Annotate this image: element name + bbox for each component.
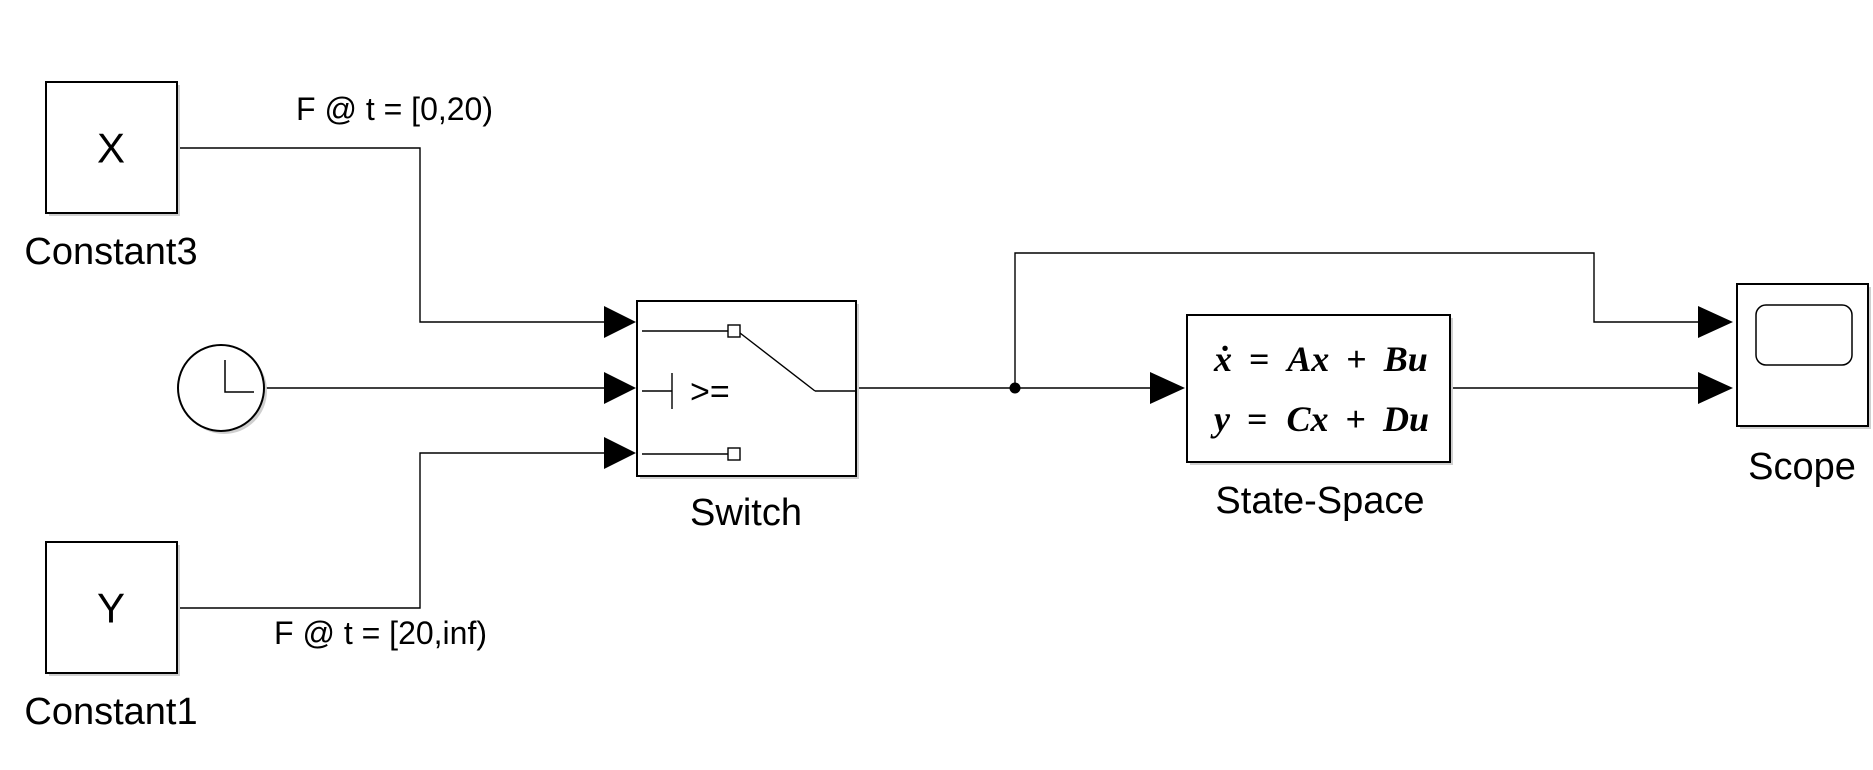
wire-constant1-to-switch[interactable] [177, 452, 606, 609]
state-eq-lhs: ẋ [1213, 339, 1232, 379]
output-eq-equals: = [1247, 399, 1268, 439]
scope-block[interactable] [1736, 283, 1871, 429]
signal-label-bottom: F @ t = [20,inf) [274, 615, 487, 651]
state-eq-term2: Bu [1383, 339, 1428, 379]
state-equation: ẋ = Ax + Bu [1213, 339, 1428, 379]
constant3-name: Constant3 [24, 231, 197, 273]
state-eq-equals: = [1249, 339, 1270, 379]
scope-icon [1755, 304, 1853, 366]
branch-point [1009, 382, 1021, 394]
output-eq-term1: Cx [1287, 399, 1329, 439]
clock-block[interactable] [177, 344, 267, 434]
switch-criterion: >= [690, 373, 730, 411]
state-space-name: State-Space [1215, 480, 1424, 522]
output-equation: y = Cx + Du [1210, 399, 1429, 439]
arrow-scope-input-1 [1698, 306, 1733, 338]
constant1-name: Constant1 [24, 691, 197, 733]
arrow-switch-input-2 [604, 372, 636, 404]
constant3-block[interactable]: X [45, 81, 180, 216]
constant3-value: X [97, 125, 125, 172]
state-eq-term1: Ax [1285, 339, 1329, 379]
clock-icon [224, 360, 254, 393]
arrow-switch-input-3 [604, 437, 636, 469]
wire-constant3-to-switch[interactable] [177, 147, 606, 323]
state-eq-plus: + [1346, 339, 1367, 379]
switch-name: Switch [690, 492, 802, 534]
state-space-block[interactable]: ẋ = Ax + Bu y = Cx + Du [1186, 314, 1453, 465]
wire-branch-to-scope[interactable] [1014, 252, 1700, 388]
arrow-state-space-input [1150, 372, 1185, 404]
output-eq-plus: + [1346, 399, 1367, 439]
constant1-value: Y [97, 585, 125, 632]
output-eq-term2: Du [1382, 399, 1429, 439]
arrow-scope-input-2 [1698, 372, 1733, 404]
arrow-switch-input-1 [604, 306, 636, 338]
signal-label-top: F @ t = [0,20) [296, 91, 493, 127]
output-eq-lhs: y [1210, 399, 1231, 439]
constant1-block[interactable]: Y [45, 541, 180, 676]
switch-block[interactable]: >= [636, 300, 859, 479]
scope-name: Scope [1748, 446, 1856, 488]
